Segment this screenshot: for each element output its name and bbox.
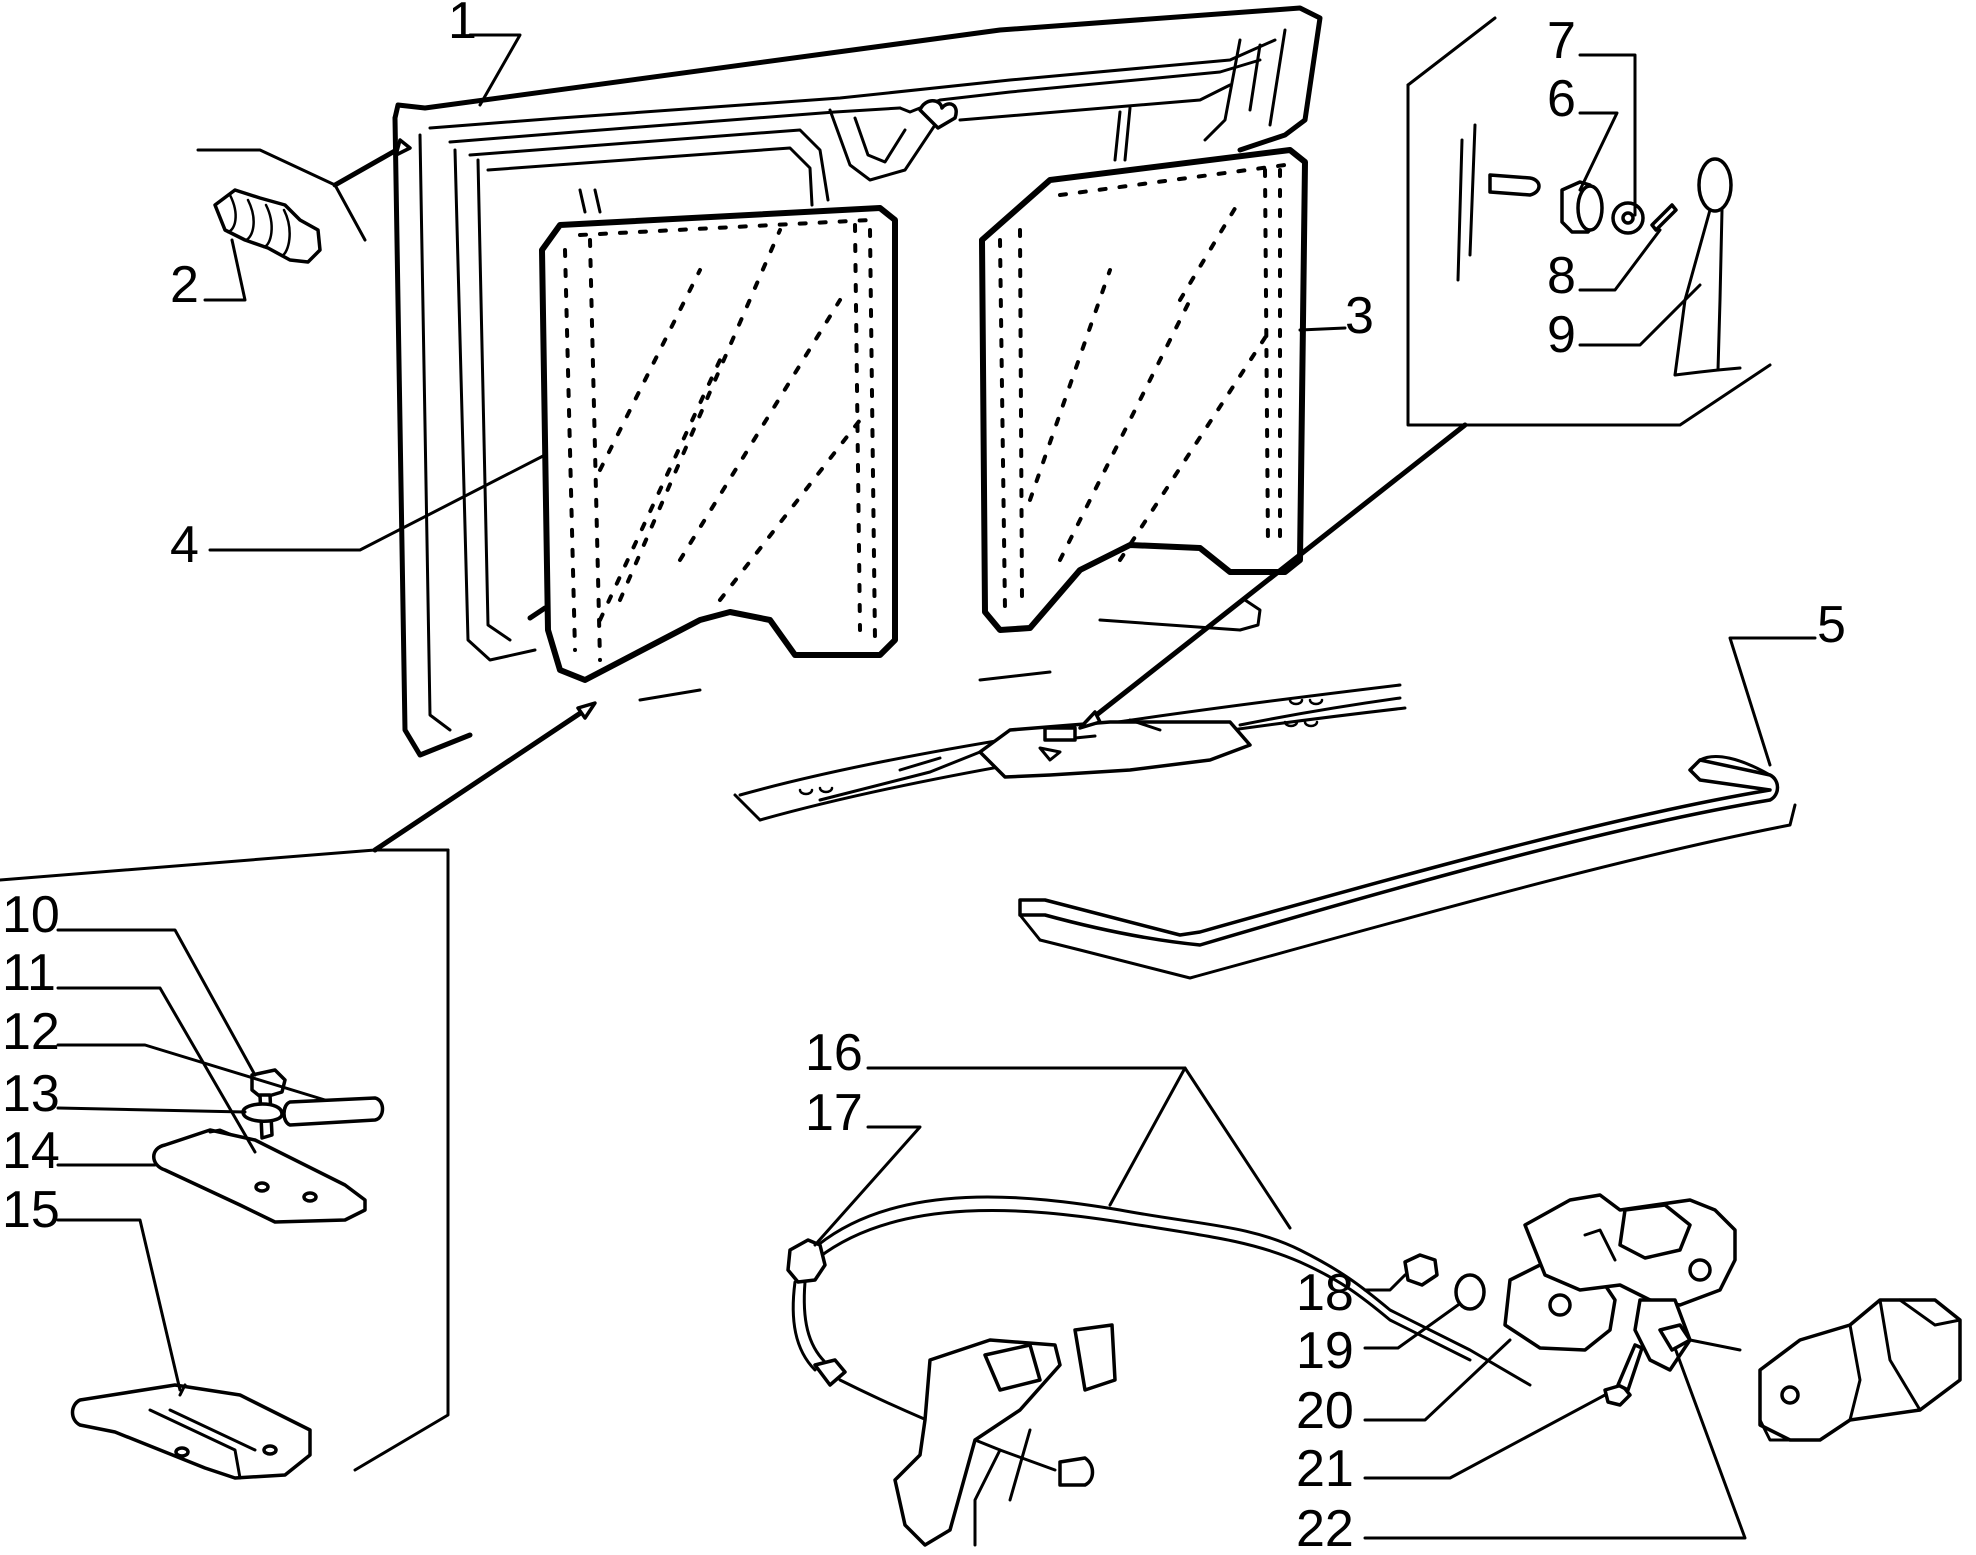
- callout-17: 17: [805, 1084, 863, 1142]
- callout-22: 22: [1296, 1500, 1354, 1555]
- bump-stop: [213, 188, 322, 264]
- door-frame: [392, 5, 1323, 758]
- callout-9: 9: [1547, 306, 1576, 364]
- callout-5: 5: [1817, 596, 1846, 654]
- callout-11: 11: [2, 944, 56, 1002]
- roof-panel: [733, 683, 1407, 822]
- callout-3: 3: [1345, 287, 1374, 345]
- callout-labels: 1 2 3 4 5 6 7 8 9 10 11 12 13 14 15 16 1…: [2, 0, 1846, 1555]
- callout-10: 10: [2, 886, 60, 944]
- callout-14: 14: [2, 1122, 60, 1180]
- prop-rod-detail: [1406, 16, 1772, 427]
- callout-6: 6: [1547, 70, 1576, 128]
- callout-18: 18: [1296, 1264, 1354, 1322]
- left-glass-panel: [539, 205, 898, 683]
- callout-21: 21: [1296, 1440, 1354, 1498]
- callout-15: 15: [2, 1181, 60, 1239]
- hinge-detail: [0, 848, 450, 1480]
- tailgate-seal: [1018, 755, 1797, 980]
- callout-8: 8: [1547, 247, 1576, 305]
- callout-1: 1: [448, 0, 477, 50]
- callout-4: 4: [170, 516, 199, 574]
- callout-7: 7: [1547, 12, 1576, 70]
- callout-16: 16: [805, 1024, 863, 1082]
- callout-2: 2: [170, 256, 199, 314]
- right-glass-panel: [979, 147, 1308, 633]
- callout-12: 12: [2, 1003, 60, 1061]
- latch-and-cable: [786, 1193, 1962, 1547]
- leader-lines: [56, 33, 1817, 1540]
- callout-20: 20: [1296, 1382, 1354, 1440]
- callout-19: 19: [1296, 1322, 1354, 1380]
- callout-13: 13: [2, 1065, 60, 1123]
